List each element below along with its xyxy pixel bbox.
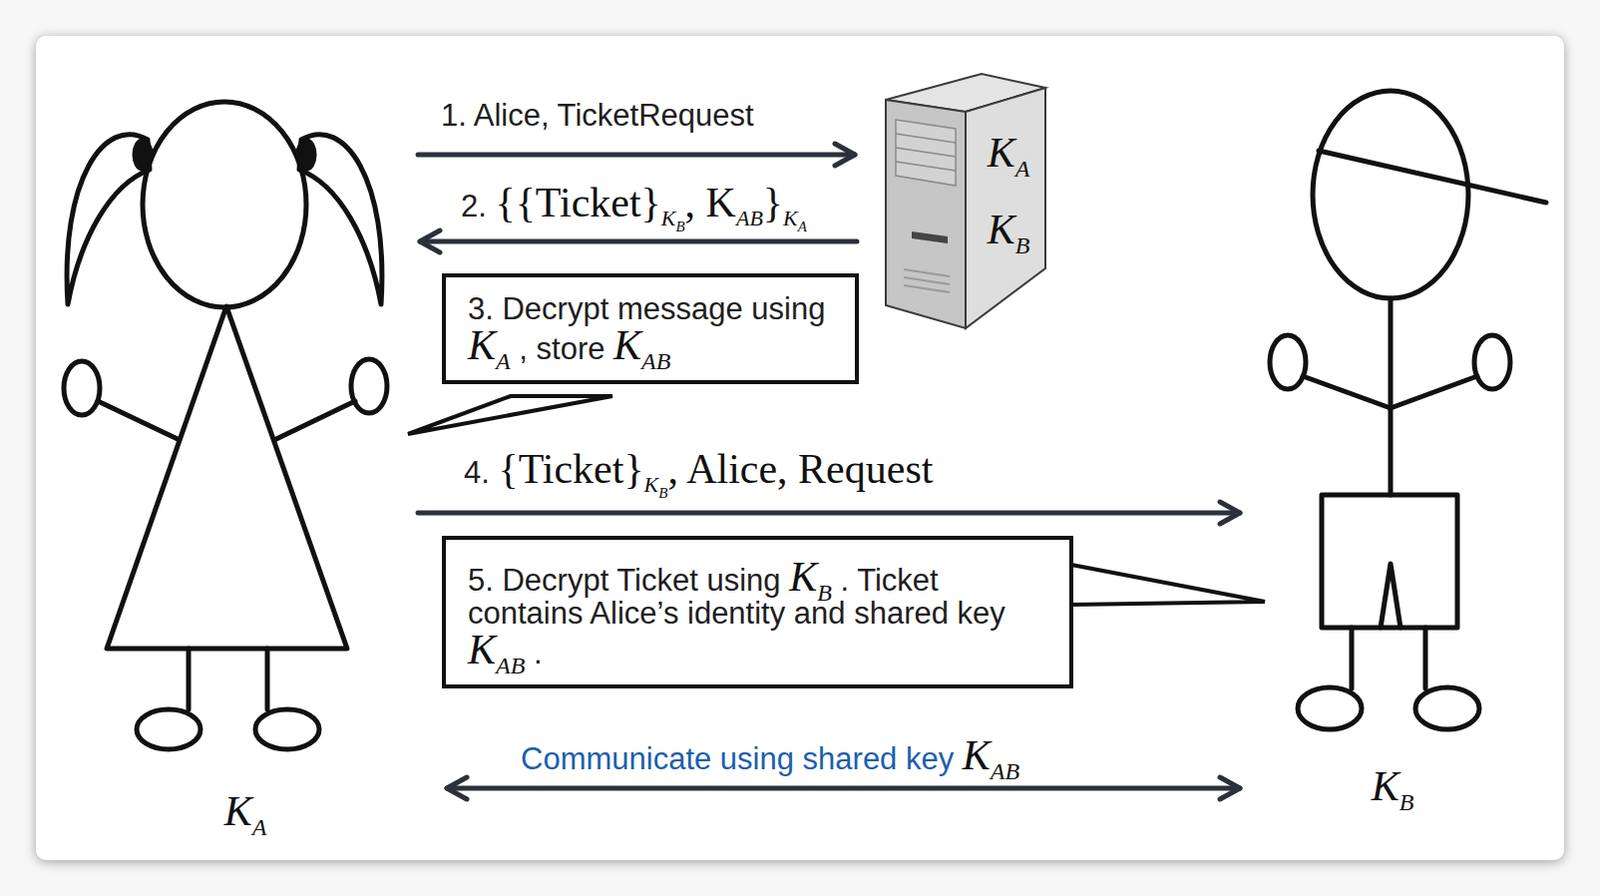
text-run: K [661,205,677,231]
text-run: , K [685,179,737,226]
key-label: KB [987,208,1031,251]
arrow-head [419,230,440,253]
text-run: K [467,626,496,673]
arrow-line [417,152,855,158]
text-run: 4. [463,454,498,490]
text-run: B [1015,232,1031,259]
text-run: K [962,732,991,779]
text-run: B [658,484,668,501]
message-arrow [417,143,855,166]
alice-figure [63,101,388,750]
text-run: , store [510,331,614,367]
text-run: K [644,471,660,497]
message-label: 1. Alice, TicketRequest [440,99,755,131]
text-run: {Ticket} [497,445,644,492]
text-run: } [763,179,784,226]
arrow-head [1219,501,1240,524]
text-run: A [1015,155,1031,182]
text-run: K [987,129,1016,176]
text-run: K [789,553,817,600]
text-run: {{Ticket} [494,179,661,226]
text-run: Communicate using shared key [520,741,963,777]
arrow-head [834,143,855,166]
person-alice: KA [49,94,414,833]
server-icon [885,73,1046,329]
bob-figure [1269,90,1547,730]
text-run: B [816,579,832,606]
callout-text: 5. Decrypt Ticket using KB . Ticket cont… [467,555,1052,671]
message-arrow [419,230,857,253]
text-run: , Alice, Request [667,445,933,492]
text-run: K [467,322,496,369]
text-run: B [675,218,685,235]
message-label: Communicate using shared key KAB [520,734,1020,777]
message-label: 2. {{Ticket}KB, KAB}KA [460,181,807,224]
text-run: K [987,206,1016,253]
message-arrow [417,501,1240,524]
person-bob: KB [1241,89,1557,828]
key-server: KAKB [883,73,1047,329]
callout-box: 5. Decrypt Ticket using KB . Ticket cont… [441,535,1074,689]
text-run: B [1399,789,1415,815]
text-run: A [495,348,511,375]
text-run: A [252,813,268,840]
text-run: K [783,205,799,231]
text-run: K [1371,763,1400,809]
arrow-line [446,786,1240,792]
arrow-head [446,777,467,800]
key-label: KA [987,131,1031,174]
arrow-line [417,510,1240,516]
text-run: 3. Decrypt message using [467,291,825,327]
text-run: 1. Alice, TicketRequest [440,97,755,133]
arrow-line [419,239,857,245]
callout-text: 3. Decrypt message using KA , store KAB [467,293,837,367]
text-run: K [224,788,253,834]
text-run: A [798,218,807,235]
text-run: AB [641,348,671,375]
text-run: AB [495,652,525,679]
key-label: KB [1371,765,1415,807]
text-run: 2. [460,188,495,224]
arrow-head [1219,777,1240,800]
message-arrow [446,777,1240,800]
text-run: 5. Decrypt Ticket using [467,562,790,598]
text-run: AB [990,758,1020,785]
text-run: . [524,635,542,671]
callout-box: 3. Decrypt message using KA , store KAB [441,273,859,385]
text-run: AB [736,205,764,231]
message-label: 4. {Ticket}KB, Alice, Request [463,447,933,490]
key-label: KA [224,790,268,832]
text-run: K [613,322,642,369]
